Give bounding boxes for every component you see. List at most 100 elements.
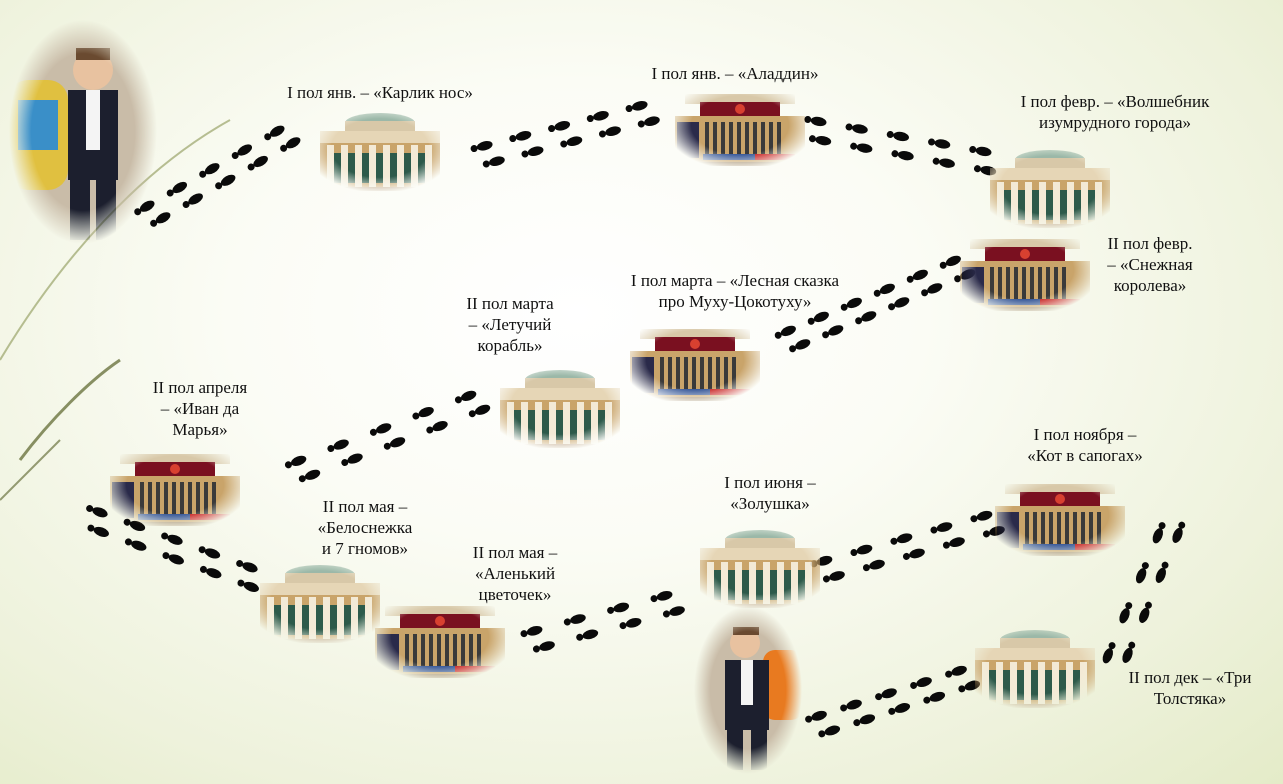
footprint-icon xyxy=(808,135,832,146)
footprint-icon xyxy=(888,703,911,715)
footprint-icon xyxy=(298,469,321,483)
footprint-icon xyxy=(902,548,925,560)
footprint-icon xyxy=(247,155,268,171)
footprint-icon xyxy=(789,339,811,353)
footprint-icon xyxy=(607,602,630,614)
label-jun-1: I пол июня – «Золушка» xyxy=(724,473,816,513)
footprint-icon xyxy=(625,101,648,113)
theater-building-icon xyxy=(100,440,250,535)
footprint-icon xyxy=(1102,642,1116,664)
theater-building-icon xyxy=(245,555,395,650)
footprint-icon xyxy=(87,524,109,537)
footprint-icon xyxy=(482,156,505,168)
theater-building-icon xyxy=(685,520,835,615)
footprint-icon xyxy=(264,125,285,141)
footprint-icon xyxy=(945,665,967,678)
footprint-icon xyxy=(124,538,147,551)
theater-building-icon xyxy=(950,225,1100,320)
footprint-icon xyxy=(807,311,829,325)
footprint-icon xyxy=(383,437,406,450)
footprint-icon xyxy=(822,325,844,339)
label-nov-1: I пол ноября – «Кот в сапогах» xyxy=(1027,425,1143,465)
footprint-icon xyxy=(906,269,928,283)
footprint-icon xyxy=(850,142,873,153)
footprint-icon xyxy=(454,390,477,404)
footprint-icon xyxy=(1172,521,1186,543)
footprint-icon xyxy=(928,138,951,149)
footprint-icon xyxy=(563,614,586,626)
footprint-icon xyxy=(341,453,363,467)
child-photo-icon xyxy=(8,20,158,245)
label-jan-2: I пол янв. – «Аладдин» xyxy=(651,64,819,83)
footprint-icon xyxy=(845,123,868,134)
theater-building-icon xyxy=(960,620,1110,715)
footprint-icon xyxy=(215,174,236,190)
theater-building-icon xyxy=(365,592,515,687)
footprint-icon xyxy=(921,283,943,297)
footprint-icon xyxy=(910,677,932,689)
footprint-icon xyxy=(161,532,183,545)
footprint-icon xyxy=(236,560,258,573)
footprint-icon xyxy=(850,544,873,557)
footprint-icon xyxy=(199,163,220,178)
footprint-icon xyxy=(855,311,877,325)
footprint-icon xyxy=(619,617,642,630)
footprint-icon xyxy=(182,193,203,208)
label-mar-1: I пол марта – «Лесная сказка про Муху-Цо… xyxy=(630,271,840,311)
footprint-icon xyxy=(509,131,532,143)
footprint-icon xyxy=(199,565,222,579)
footprint-icon xyxy=(650,590,673,603)
footprint-icon xyxy=(198,546,221,559)
footprint-icon xyxy=(969,145,992,157)
footprint-icon xyxy=(939,255,961,269)
label-jan-1: I пол янв. – «Карлик нос» xyxy=(287,83,473,102)
footprint-icon xyxy=(805,710,827,723)
footprint-icon xyxy=(818,725,841,738)
footprint-icon xyxy=(284,455,307,469)
theater-building-icon xyxy=(975,140,1125,235)
footprint-icon xyxy=(280,137,301,152)
label-feb-1: I пол февр. – «Волшебник изумрудного гор… xyxy=(1020,92,1210,132)
theater-building-icon xyxy=(665,80,815,175)
footprint-icon xyxy=(237,579,259,592)
theater-building-icon xyxy=(485,360,635,455)
footprint-icon xyxy=(804,115,827,127)
footprint-icon xyxy=(932,157,955,168)
footprint-icon xyxy=(1119,602,1133,624)
footprint-icon xyxy=(862,559,885,572)
theater-building-icon xyxy=(620,315,770,410)
footprint-icon xyxy=(873,283,895,297)
footprint-icon xyxy=(662,606,685,618)
theater-building-icon xyxy=(305,103,455,198)
footprint-icon xyxy=(521,146,544,158)
footprint-icon xyxy=(412,407,434,420)
footprint-icon xyxy=(890,533,913,545)
footprint-icon xyxy=(891,150,914,161)
footprint-icon xyxy=(369,423,392,436)
footprint-icon xyxy=(86,505,108,518)
footprint-icon xyxy=(231,144,253,159)
footprint-icon xyxy=(520,625,543,638)
label-feb-2: II пол февр. – «Снежная королева» xyxy=(1107,234,1193,295)
footprint-icon xyxy=(576,629,599,641)
footprint-icon xyxy=(586,111,609,123)
footprint-icon xyxy=(560,136,583,148)
footprint-icon xyxy=(942,537,965,549)
footprint-icon xyxy=(532,641,555,653)
footprint-icon xyxy=(1155,561,1169,583)
footprint-icon xyxy=(637,116,660,128)
footprint-icon xyxy=(970,510,993,523)
footprint-icon xyxy=(853,714,876,727)
footprint-icon xyxy=(598,126,621,138)
footprint-icon xyxy=(1135,562,1149,584)
footprint-icon xyxy=(470,141,493,153)
label-dec-2: II пол дек – «Три Толстяка» xyxy=(1128,668,1252,708)
label-apr-2: II пол апреля – «Иван да Марья» xyxy=(152,378,248,439)
footprint-icon xyxy=(886,130,909,142)
footprint-icon xyxy=(162,552,184,565)
footprint-icon xyxy=(875,688,897,701)
footprint-icon xyxy=(840,297,862,311)
label-mar-2: II пол марта – «Летучий корабль» xyxy=(466,294,554,355)
footprint-icon xyxy=(822,571,845,583)
